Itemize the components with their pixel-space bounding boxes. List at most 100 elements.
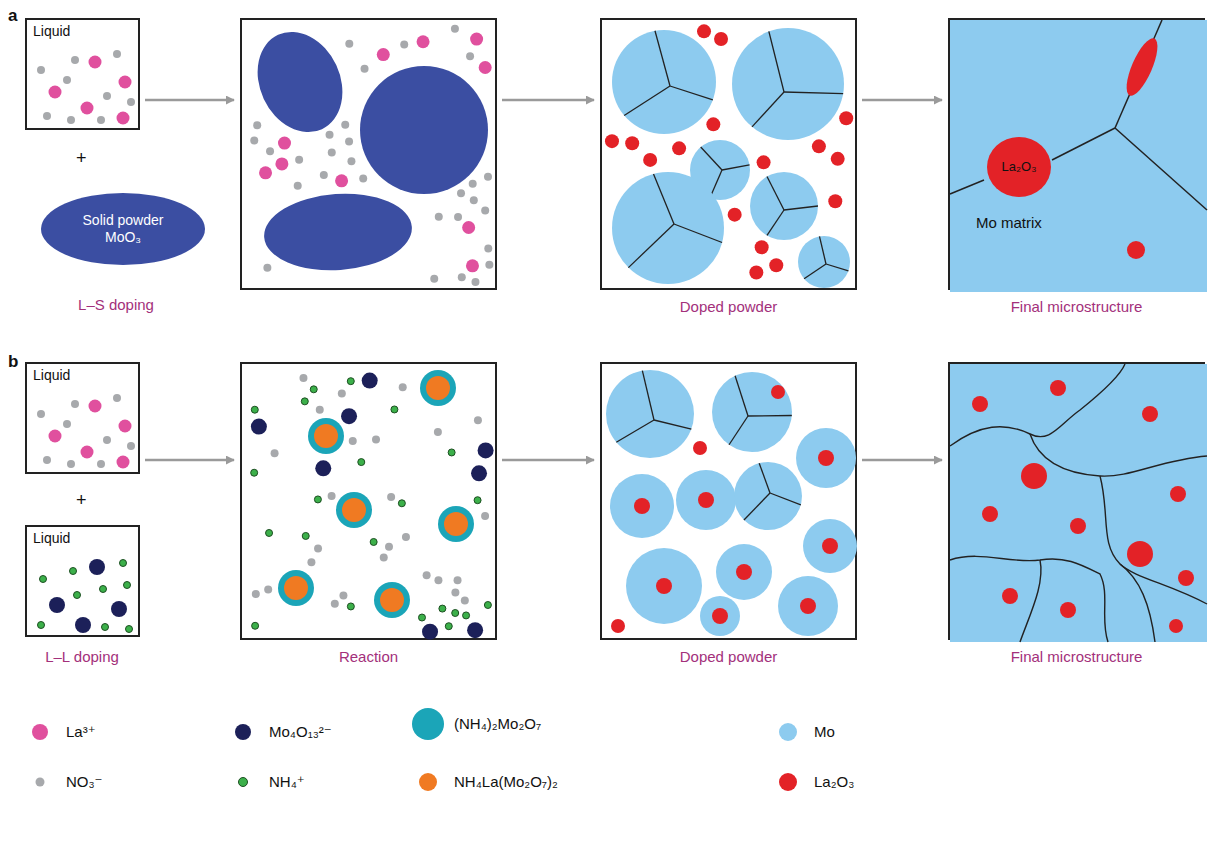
grain-boundary	[748, 415, 792, 417]
particle-dot	[418, 614, 425, 621]
grain-boundary	[655, 31, 670, 86]
particle-dot	[361, 65, 369, 73]
node-text: Liquid	[33, 367, 70, 384]
particle-dot	[264, 585, 272, 593]
precipitate-shell	[278, 570, 314, 606]
mo-grain	[778, 576, 838, 636]
particle-dot	[347, 157, 355, 165]
particle-dot	[370, 538, 377, 545]
process-arrow	[502, 459, 594, 462]
grain-boundary	[770, 493, 801, 505]
particle-dot	[463, 612, 470, 619]
particle-dot	[307, 558, 315, 566]
precipitate-shell	[336, 492, 372, 528]
particle-dot	[81, 446, 94, 459]
particle-dot	[120, 560, 127, 567]
precipitate-shell	[308, 418, 344, 454]
particle-dot	[402, 533, 410, 541]
mo-grain	[610, 474, 674, 538]
la2o3-particle	[987, 137, 1051, 197]
particle-dot	[102, 624, 109, 631]
la2o3-particle	[698, 492, 714, 508]
particle-dot	[434, 576, 442, 584]
particle-dot	[294, 182, 302, 190]
moo3-particle	[242, 18, 358, 146]
mo-grain	[612, 30, 716, 134]
particle-dot	[126, 626, 133, 633]
particle-dot	[89, 56, 102, 69]
solid-powder-ellipse: Solid powder MoO₃	[40, 192, 206, 266]
particle-dot	[362, 373, 378, 389]
particle-dot	[103, 92, 111, 100]
particle-dot	[63, 420, 71, 428]
particle-dot	[462, 221, 475, 234]
grain-boundary	[769, 31, 784, 92]
mixing-panel	[240, 18, 497, 290]
precipitate-core	[314, 424, 338, 448]
particle-dot	[97, 460, 105, 468]
precipitate-shell	[374, 582, 410, 618]
illustration	[242, 364, 499, 642]
legend-swatch	[36, 778, 45, 787]
la2o3-particle	[1050, 380, 1066, 396]
grain-boundary	[729, 416, 748, 445]
particle-dot	[43, 112, 51, 120]
particle-dot	[672, 141, 686, 155]
particle-dot	[435, 213, 443, 221]
node-text: Mo matrix	[976, 214, 1042, 232]
grain-boundary	[950, 556, 1108, 642]
grain-boundary	[767, 210, 784, 235]
mo-grain	[796, 428, 856, 488]
legend-entry: La₂O₃	[770, 764, 854, 800]
panel-letter: b	[8, 352, 18, 372]
oxide-particle: La₂O₃	[986, 136, 1052, 198]
mo-grain	[700, 596, 740, 636]
plus-sign: +	[76, 148, 87, 169]
particle-dot	[466, 52, 474, 60]
legend-swatch-box	[22, 714, 58, 750]
grain-boundary	[744, 493, 770, 520]
method-label: L–L doping	[45, 648, 119, 665]
particle-dot	[461, 596, 469, 604]
particle-dot	[37, 66, 45, 74]
precipitate-core	[284, 576, 308, 600]
la2o3-particle	[1002, 588, 1018, 604]
particle-dot	[338, 389, 346, 397]
mo-grain	[734, 462, 802, 530]
particle-dot	[399, 383, 407, 391]
particle-dot	[749, 266, 763, 280]
particle-dot	[310, 386, 317, 393]
mo-matrix	[950, 20, 1207, 292]
particle-dot	[263, 264, 271, 272]
particle-dot	[400, 40, 408, 48]
particle-dot	[278, 137, 291, 150]
particle-dot	[479, 61, 492, 74]
particle-dot	[124, 582, 131, 589]
particle-dot	[755, 240, 769, 254]
grain-boundary	[804, 264, 826, 279]
particle-dot	[714, 32, 728, 46]
particle-dot	[253, 121, 261, 129]
la2o3-particle	[818, 450, 834, 466]
particle-dot	[341, 408, 357, 424]
particle-dot	[359, 175, 367, 183]
particle-dot	[250, 137, 258, 145]
particle-dot	[341, 121, 349, 129]
legend-swatch-box	[225, 714, 261, 750]
legend-text: NH₄⁺	[269, 773, 305, 791]
particle-dot	[320, 171, 328, 179]
legend-entry: Mo	[770, 714, 835, 750]
particle-dot	[349, 437, 357, 445]
particle-dot	[328, 148, 336, 156]
particle-dot	[328, 492, 336, 500]
particle-dot	[70, 568, 77, 575]
particle-dot	[372, 435, 380, 443]
particle-dot	[75, 617, 91, 633]
particle-dot	[127, 98, 135, 106]
particle-dot	[117, 456, 130, 469]
particle-dot	[271, 449, 279, 457]
particle-dot	[314, 496, 321, 503]
legend-entry: Mo₄O₁₃²⁻	[225, 714, 332, 750]
illustration	[242, 20, 499, 292]
mo-grain	[612, 172, 724, 284]
